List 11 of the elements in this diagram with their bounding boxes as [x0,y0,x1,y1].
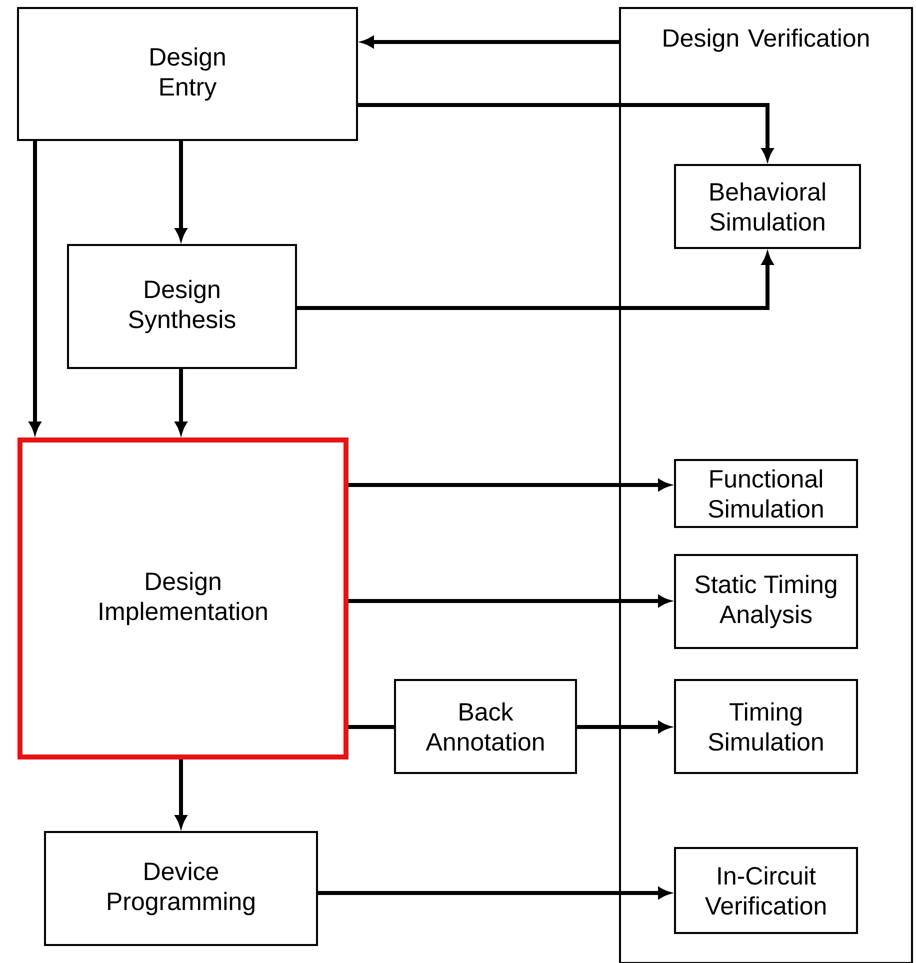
process-box: Device Programming [44,831,318,946]
process-box: Timing Simulation [674,679,858,774]
process-box: Functional Simulation [674,459,858,528]
process-box: Back Annotation [394,679,577,774]
process-box: Static Timing Analysis [674,554,858,649]
process-box: Design Synthesis [67,244,297,369]
process-box: In-Circuit Verification [674,847,858,934]
process-box: Design Implementation [18,438,348,760]
process-box: Behavioral Simulation [674,164,861,249]
process-box: Design Entry [17,7,358,141]
connector-line [348,725,394,729]
